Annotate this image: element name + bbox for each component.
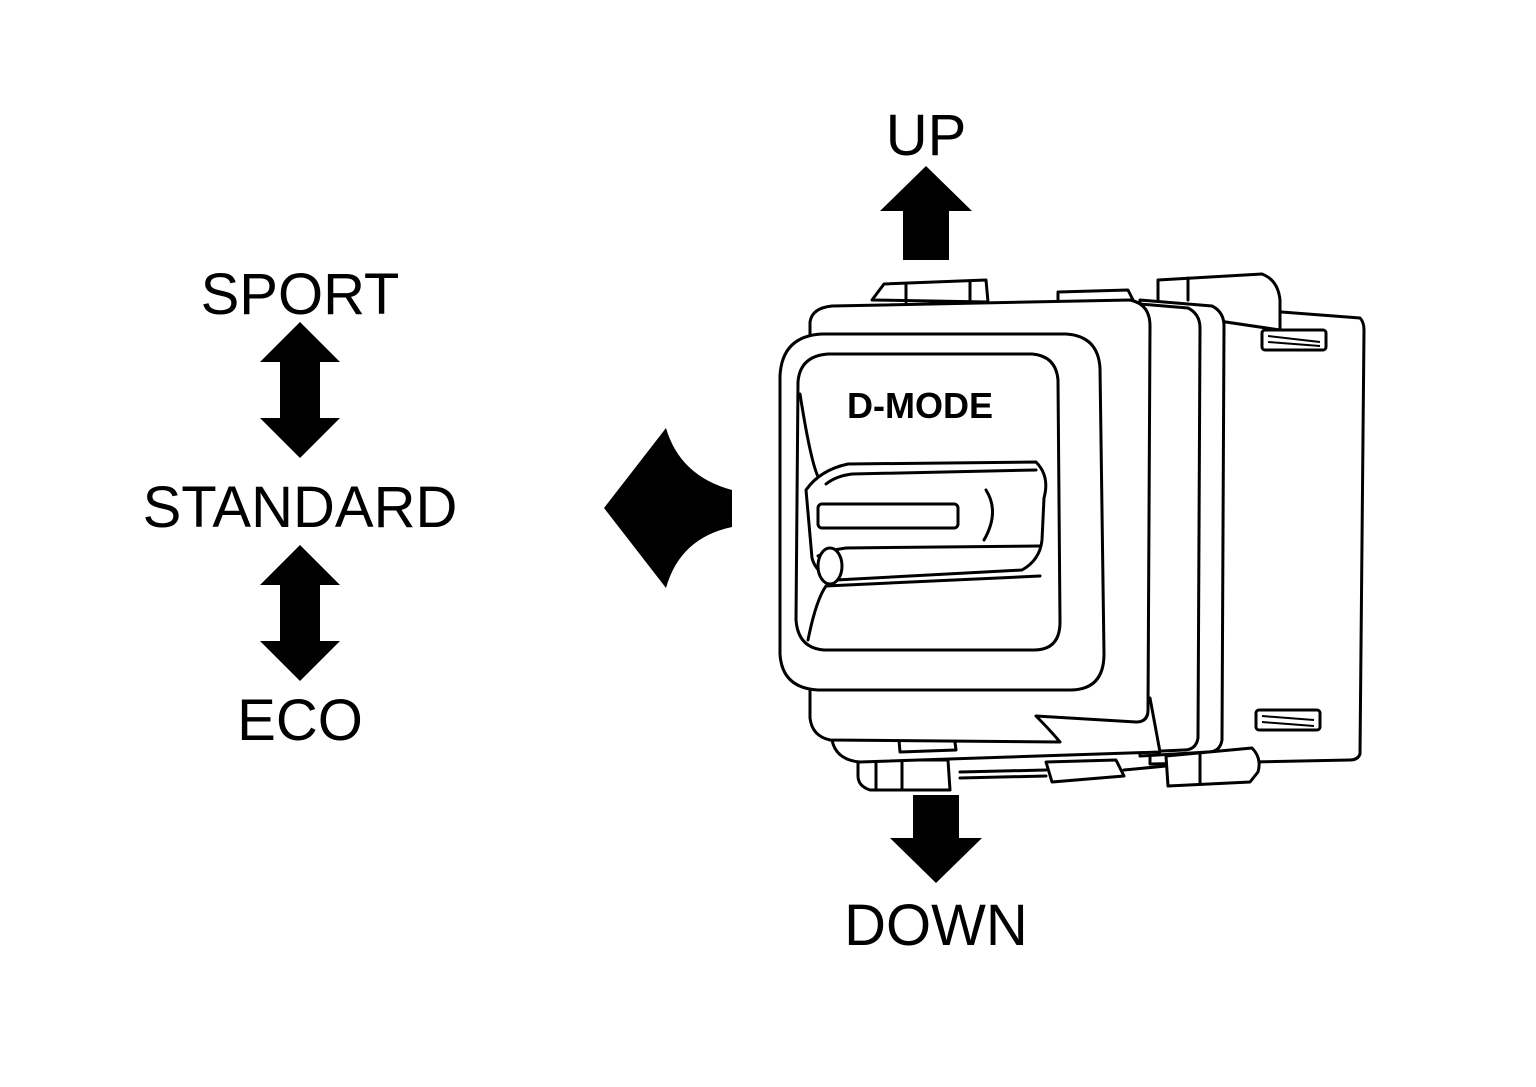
switch-knob-indicator <box>816 502 960 530</box>
left-pointer-arrow-icon <box>604 428 732 588</box>
mode-label-eco: ECO <box>237 688 363 753</box>
switch-bottom-clip-middle <box>1044 758 1126 784</box>
up-arrow-icon <box>880 166 972 260</box>
mode-label-standard: STANDARD <box>143 475 458 540</box>
switch-middle-plate-inner <box>1138 302 1202 754</box>
direction-label-up: UP <box>886 103 967 168</box>
switch-label-d-mode: D-MODE <box>847 385 993 426</box>
double-arrow-standard-eco-icon <box>260 545 340 681</box>
double-arrow-sport-standard-icon <box>260 322 340 458</box>
switch-top-clip-left <box>870 278 990 304</box>
direction-label-down: DOWN <box>844 893 1028 958</box>
switch-knob-pivot <box>816 546 844 586</box>
switch-bottom-clip-left <box>856 758 952 792</box>
d-mode-switch[interactable]: D-MODE <box>778 272 1366 792</box>
switch-bottom-clip-right <box>1164 746 1261 788</box>
mode-label-sport: SPORT <box>201 262 400 327</box>
down-arrow-icon <box>890 795 982 883</box>
